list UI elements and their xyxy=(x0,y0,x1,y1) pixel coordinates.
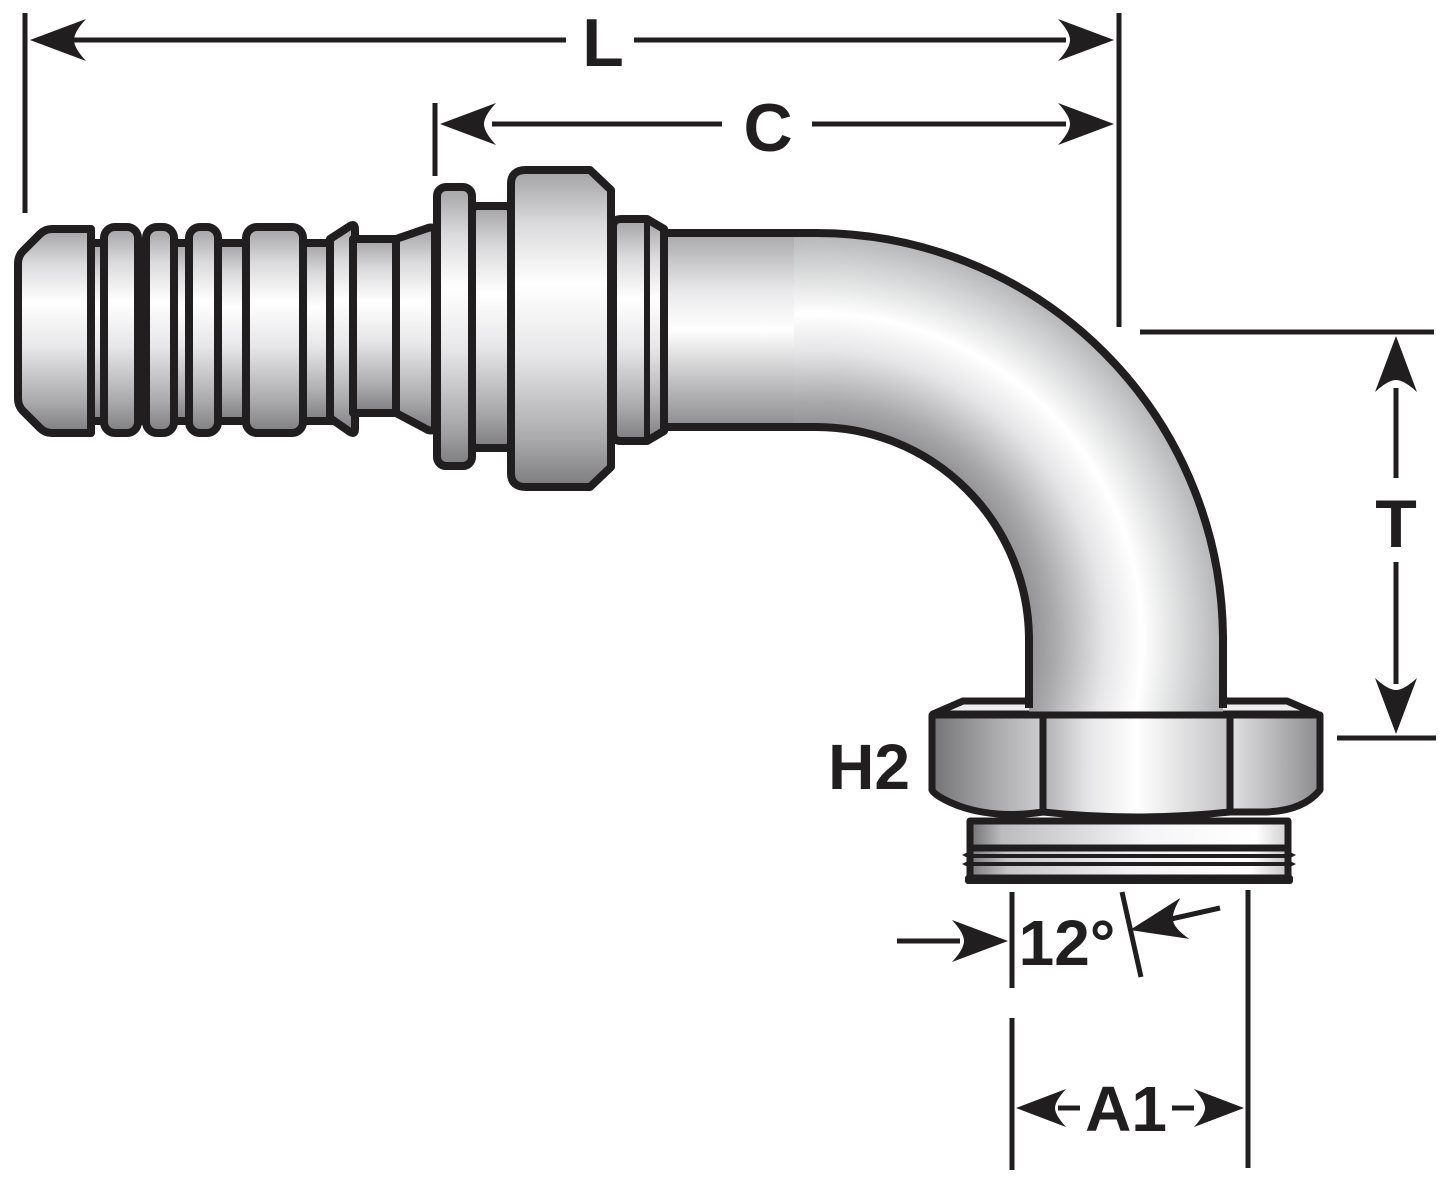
serration-ring xyxy=(609,215,668,445)
ring-body xyxy=(609,215,668,445)
label-hex-size: H2 xyxy=(828,731,910,803)
crimp-collar xyxy=(433,166,615,491)
arrowhead-down xyxy=(1375,678,1417,734)
stem-nose xyxy=(14,225,95,437)
arrowhead-up xyxy=(1375,336,1417,392)
arrowhead-right xyxy=(1058,19,1114,61)
arrowhead-left xyxy=(30,19,86,61)
dimension-labels: L C T H2 12° A1 xyxy=(582,5,1417,1145)
label-drop-height: T xyxy=(1375,486,1417,562)
stem-rib-wide xyxy=(242,223,307,437)
arrowhead-left-slanted xyxy=(1130,897,1190,939)
collar-spacer xyxy=(468,202,515,452)
hex-facet-left xyxy=(928,711,1047,818)
arrowhead-left xyxy=(440,103,496,145)
dim-line xyxy=(1170,905,1221,922)
tube-straight-shading xyxy=(652,233,794,427)
port-end-face xyxy=(965,875,1293,884)
label-seat-angle: 12° xyxy=(1019,907,1116,979)
collar-flange xyxy=(433,183,476,470)
arrowhead-right xyxy=(1058,103,1114,145)
thread-port xyxy=(962,817,1296,884)
hex-facet-right xyxy=(1226,711,1324,816)
dim-seat-angle xyxy=(897,891,1221,988)
dim-drop-height xyxy=(1140,329,1436,741)
tube-inner-outline xyxy=(652,423,1033,708)
label-overall-length: L xyxy=(582,5,624,81)
angle-slant-line xyxy=(1119,891,1144,978)
tube-outer-outline xyxy=(652,229,1227,708)
thread-relief-notches xyxy=(962,850,1296,869)
stem-rib xyxy=(185,223,222,437)
hex-facet-middle xyxy=(1039,711,1234,821)
label-port-width: A1 xyxy=(1085,1073,1167,1145)
dim-overall-length xyxy=(22,13,1122,327)
arrowhead-right xyxy=(952,920,1008,962)
hex-nut xyxy=(928,711,1324,821)
dim-port-width xyxy=(1009,890,1251,1170)
elbow-tube xyxy=(652,233,1223,712)
hose-barb-stem xyxy=(14,221,439,437)
port-washer xyxy=(966,817,1292,852)
stem-rib xyxy=(100,223,142,437)
arrowhead-right xyxy=(1194,1089,1244,1127)
collar-body xyxy=(507,166,615,491)
tube-fill xyxy=(652,233,1223,712)
dim-cutoff-length xyxy=(432,103,1114,176)
stem-taper xyxy=(392,223,439,435)
arrowhead-left xyxy=(1016,1089,1066,1127)
stem-neck xyxy=(349,235,402,417)
stem-rib xyxy=(142,223,178,437)
dimension-annotations xyxy=(22,13,1436,1170)
hose-fitting-illustration xyxy=(14,166,1324,884)
label-cutoff-length: C xyxy=(743,90,792,166)
stem-flare-cone xyxy=(326,221,359,437)
